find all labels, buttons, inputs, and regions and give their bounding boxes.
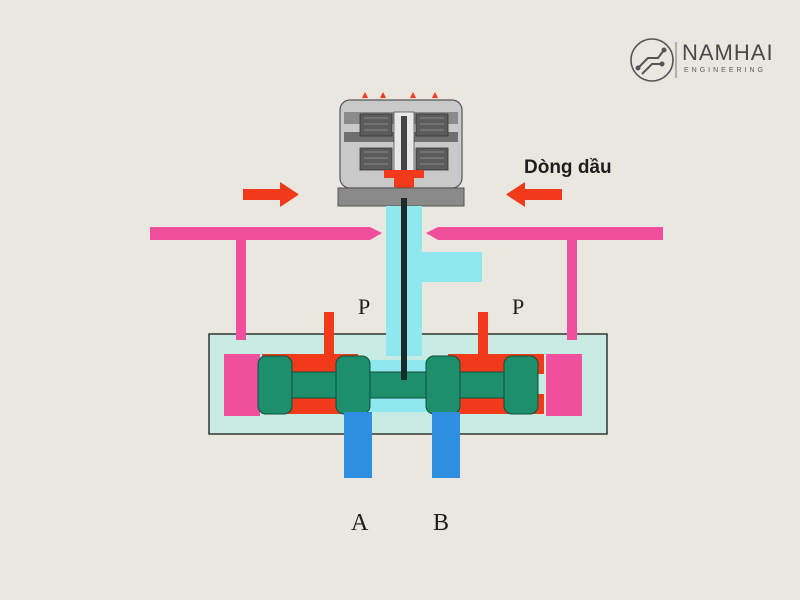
brand-logo: NAMHAI ENGINEERING xyxy=(628,36,778,84)
pressure-port-right xyxy=(478,312,488,354)
spool-land-4 xyxy=(503,355,539,415)
arrow-right-icon xyxy=(243,182,299,207)
circuit-gear-logo-icon xyxy=(630,38,674,82)
coil-right-bottom xyxy=(415,147,449,171)
port-p-right-label: P xyxy=(512,294,525,319)
spool-land-1 xyxy=(257,355,293,415)
feedback-rod xyxy=(401,198,407,380)
pilot-chamber-left xyxy=(224,354,260,416)
pilot-line-left-horizontal xyxy=(150,227,382,240)
pilot-line-left-vertical xyxy=(236,240,246,340)
torque-motor xyxy=(337,92,465,207)
oil-flow-label: Dòng dầu xyxy=(524,157,612,178)
spool-land-2 xyxy=(335,355,371,415)
brand-name: NAMHAI xyxy=(682,40,774,65)
output-port-a xyxy=(344,412,372,478)
coil-left-bottom xyxy=(359,147,393,171)
port-a-label: A xyxy=(351,510,369,536)
flapper xyxy=(401,116,407,172)
brand-tagline: ENGINEERING xyxy=(684,67,767,74)
coil-right-top xyxy=(415,113,449,137)
pilot-line-right-horizontal xyxy=(426,227,663,240)
output-port-b xyxy=(432,412,460,478)
pilot-chamber-right xyxy=(546,354,582,416)
port-p-left-label: P xyxy=(358,294,371,319)
pilot-line-right-vertical xyxy=(567,240,577,340)
pressure-port-left xyxy=(324,312,334,354)
nozzle-block xyxy=(384,170,424,188)
spool-land-3 xyxy=(425,355,461,415)
supply-branch xyxy=(422,252,482,282)
coil-left-top xyxy=(359,113,393,137)
arrow-left-icon xyxy=(506,182,562,207)
port-b-label: B xyxy=(433,510,450,536)
pilot-lines xyxy=(150,227,663,416)
